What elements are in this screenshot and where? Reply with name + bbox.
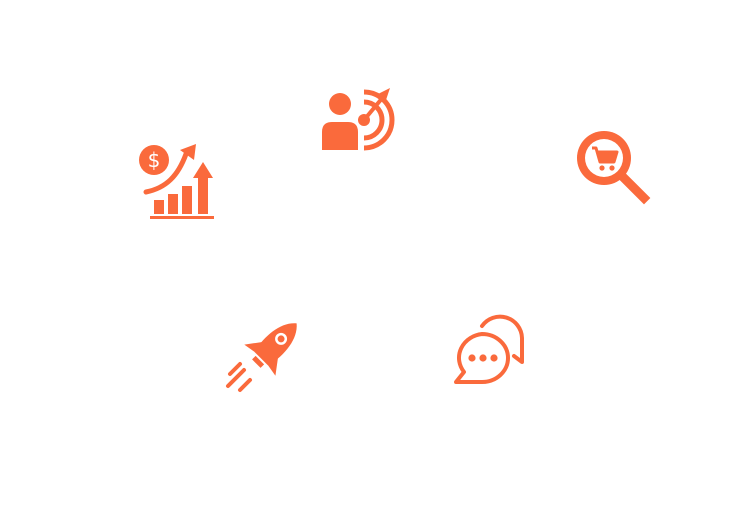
cart-search-icon-graphic	[577, 131, 651, 205]
chat-bubbles-icon	[452, 312, 526, 384]
rocket-icon	[224, 310, 308, 394]
target-person-icon	[320, 82, 395, 152]
growth-chart-icon: $	[136, 140, 216, 220]
chat-bubbles-icon-graphic	[454, 314, 524, 384]
target-person-icon-graphic	[322, 88, 395, 151]
cart-search-icon	[574, 128, 651, 205]
currency-symbol: $	[148, 148, 161, 172]
rocket-icon-graphic	[226, 323, 297, 392]
growth-chart-icon-graphic: $	[139, 144, 214, 219]
